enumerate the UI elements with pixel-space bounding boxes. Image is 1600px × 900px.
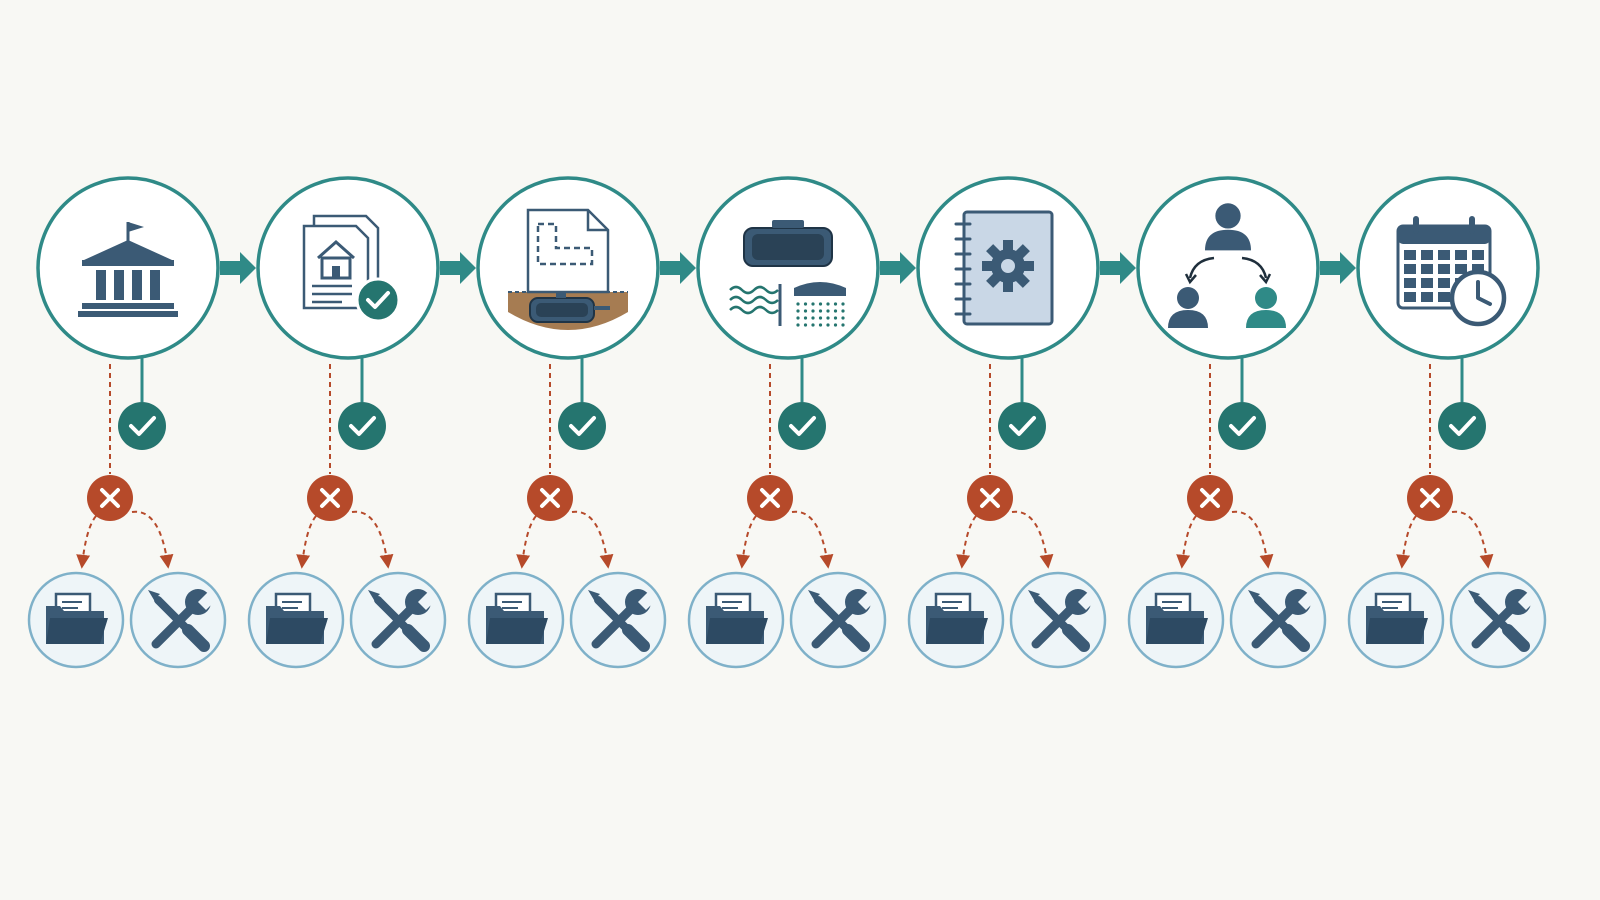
check-circle-icon (778, 402, 826, 450)
reject-arrow-right (1231, 510, 1274, 569)
step-branch-authority (27, 358, 227, 669)
step-node-drainage[interactable] (696, 176, 880, 360)
records-node[interactable] (27, 571, 125, 669)
reject-arrow-left (76, 515, 97, 569)
approved-house-document-icon (302, 214, 401, 323)
step-node-contacts[interactable] (1136, 176, 1320, 360)
reject-arrow-right (571, 510, 614, 569)
step-branch-drainage (687, 358, 887, 669)
records-node[interactable] (687, 571, 785, 669)
step-branch-site-plan (467, 358, 667, 669)
repair-node[interactable] (789, 571, 887, 669)
check-circle-icon (998, 402, 1046, 450)
x-circle-icon (1187, 475, 1233, 521)
step-arrow (1100, 252, 1136, 284)
calendar-schedule-icon (1396, 216, 1507, 327)
site-plan-tank-icon (508, 208, 628, 330)
x-circle-icon (87, 475, 133, 521)
reject-arrow-right (131, 510, 174, 569)
contact-people-icon (1168, 203, 1286, 328)
folder-icon (1146, 592, 1208, 644)
maintenance-manual-icon (954, 210, 1054, 326)
step-arrow (660, 252, 696, 284)
tools-icon (1028, 589, 1096, 652)
repair-node[interactable] (1229, 571, 1327, 669)
reject-arrow-left (1176, 515, 1197, 569)
tools-icon (808, 589, 876, 652)
step-connectors (220, 252, 1356, 284)
check-circle-icon (118, 402, 166, 450)
reject-arrow-left (736, 515, 757, 569)
folder-icon (46, 592, 108, 644)
check-circle-icon (338, 402, 386, 450)
government-building-icon (78, 222, 178, 317)
x-circle-icon (307, 475, 353, 521)
repair-node[interactable] (569, 571, 667, 669)
reject-arrow-right (791, 510, 834, 569)
folder-icon (486, 592, 548, 644)
reject-arrow-left (1396, 515, 1417, 569)
step-node-permit[interactable] (256, 176, 440, 360)
step-node-manual[interactable] (916, 176, 1100, 360)
records-node[interactable] (907, 571, 1005, 669)
step-arrow (1320, 252, 1356, 284)
step-arrow (220, 252, 256, 284)
tools-icon (148, 589, 216, 652)
reject-arrow-left (516, 515, 537, 569)
repair-node[interactable] (129, 571, 227, 669)
reject-arrow-right (1011, 510, 1054, 569)
records-node[interactable] (1127, 571, 1225, 669)
tools-icon (1248, 589, 1316, 652)
step-arrow (880, 252, 916, 284)
step-circle (36, 176, 220, 360)
folder-icon (266, 592, 328, 644)
tools-icon (1468, 589, 1536, 652)
records-node[interactable] (1347, 571, 1445, 669)
step-branch-schedule (1347, 358, 1547, 669)
tank-drainfield-icon (729, 220, 846, 327)
step-arrow (440, 252, 476, 284)
reject-arrow-left (296, 515, 317, 569)
x-circle-icon (1407, 475, 1453, 521)
repair-node[interactable] (349, 571, 447, 669)
step-node-site-plan[interactable] (476, 176, 660, 360)
folder-icon (926, 592, 988, 644)
records-node[interactable] (467, 571, 565, 669)
step-branch-permit (247, 358, 447, 669)
x-circle-icon (527, 475, 573, 521)
step-node-authority[interactable] (36, 176, 220, 360)
step-circle (696, 176, 880, 360)
records-node[interactable] (247, 571, 345, 669)
check-circle-icon (558, 402, 606, 450)
tools-icon (588, 589, 656, 652)
repair-node[interactable] (1009, 571, 1107, 669)
tools-icon (368, 589, 436, 652)
step-branch-contacts (1127, 358, 1327, 669)
step-branch-manual (907, 358, 1107, 669)
check-circle-icon (1438, 402, 1486, 450)
folder-icon (1366, 592, 1428, 644)
check-circle-icon (1218, 402, 1266, 450)
steps-row (36, 176, 1540, 360)
reject-arrow-right (351, 510, 394, 569)
reject-arrow-right (1451, 510, 1494, 569)
x-circle-icon (967, 475, 1013, 521)
folder-icon (706, 592, 768, 644)
step-node-schedule[interactable] (1356, 176, 1540, 360)
repair-node[interactable] (1449, 571, 1547, 669)
x-circle-icon (747, 475, 793, 521)
reject-arrow-left (956, 515, 977, 569)
branches-row (27, 358, 1547, 669)
